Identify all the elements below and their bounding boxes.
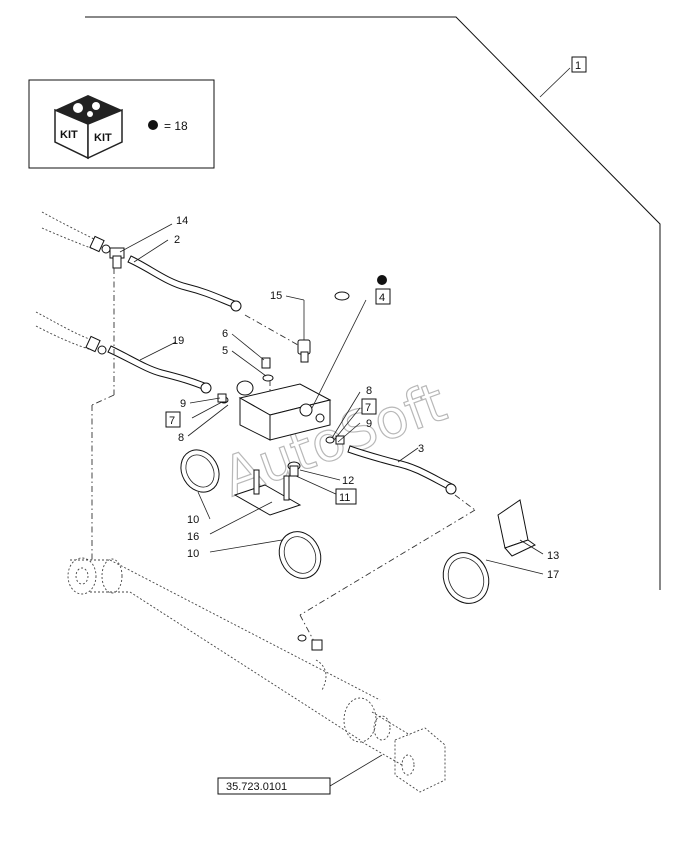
callout-10a: 10 — [187, 514, 199, 526]
callout-15: 15 — [270, 290, 282, 302]
svg-text:7: 7 — [365, 402, 371, 414]
callout-8a: 8 — [178, 432, 184, 444]
leader-lines — [119, 223, 544, 787]
tee-fitting — [109, 247, 125, 269]
hydraulic-cylinder — [67, 557, 446, 793]
pipe-3 — [347, 445, 453, 491]
kit-label-left: KIT — [60, 129, 78, 141]
callout-8b: 8 — [366, 385, 372, 397]
svg-text:1: 1 — [575, 60, 581, 72]
valve-block — [236, 380, 332, 441]
callout-13: 13 — [547, 550, 559, 562]
svg-text:7: 7 — [169, 415, 175, 427]
kit-legend-box: KIT KIT = 18 — [28, 79, 215, 169]
bullet-o-ring — [377, 275, 387, 285]
callout-11[interactable]: 11 — [335, 488, 357, 505]
bullet-icon — [148, 120, 158, 130]
guard-13 — [497, 499, 536, 557]
callout-7a[interactable]: 7 — [165, 411, 181, 428]
callout-7b[interactable]: 7 — [361, 398, 377, 415]
group-bracket — [85, 16, 661, 590]
reference-link[interactable]: 35.723.0101 — [217, 777, 331, 795]
svg-text:35.723.0101: 35.723.0101 — [226, 781, 287, 793]
bolt-washer — [261, 357, 274, 382]
callout-10b: 10 — [187, 548, 199, 560]
callout-5: 5 — [222, 345, 228, 357]
callout-3: 3 — [418, 443, 424, 455]
fitting-left — [217, 393, 229, 404]
callout-6: 6 — [222, 328, 228, 340]
hose-lower — [35, 311, 107, 355]
pipe-2 — [127, 255, 238, 309]
hose-upper — [41, 211, 111, 254]
clamp-upper — [180, 449, 220, 493]
center-lines — [91, 268, 476, 646]
kit-box-icon: KIT KIT — [54, 95, 123, 160]
clamp-17 — [442, 552, 490, 604]
pipe-19 — [107, 345, 208, 391]
callout-12: 12 — [342, 475, 354, 487]
o-ring — [334, 291, 350, 301]
legend-text: = 18 — [164, 119, 188, 133]
bolt-12 — [287, 461, 301, 477]
callout-19: 19 — [172, 335, 184, 347]
callout-16: 16 — [187, 531, 199, 543]
kit-label-right: KIT — [94, 132, 112, 144]
svg-text:4: 4 — [379, 292, 385, 304]
callout-17: 17 — [547, 569, 559, 581]
callout-1[interactable]: 1 — [571, 56, 587, 73]
elbow-fitting — [297, 339, 311, 363]
callout-9b: 9 — [366, 418, 372, 430]
callout-9a: 9 — [180, 398, 186, 410]
bracket-16 — [233, 469, 302, 516]
callout-14: 14 — [176, 215, 188, 227]
callout-2: 2 — [174, 234, 180, 246]
clamp-lower — [278, 531, 322, 579]
callout-4[interactable]: 4 — [375, 288, 391, 305]
svg-text:11: 11 — [339, 492, 350, 504]
